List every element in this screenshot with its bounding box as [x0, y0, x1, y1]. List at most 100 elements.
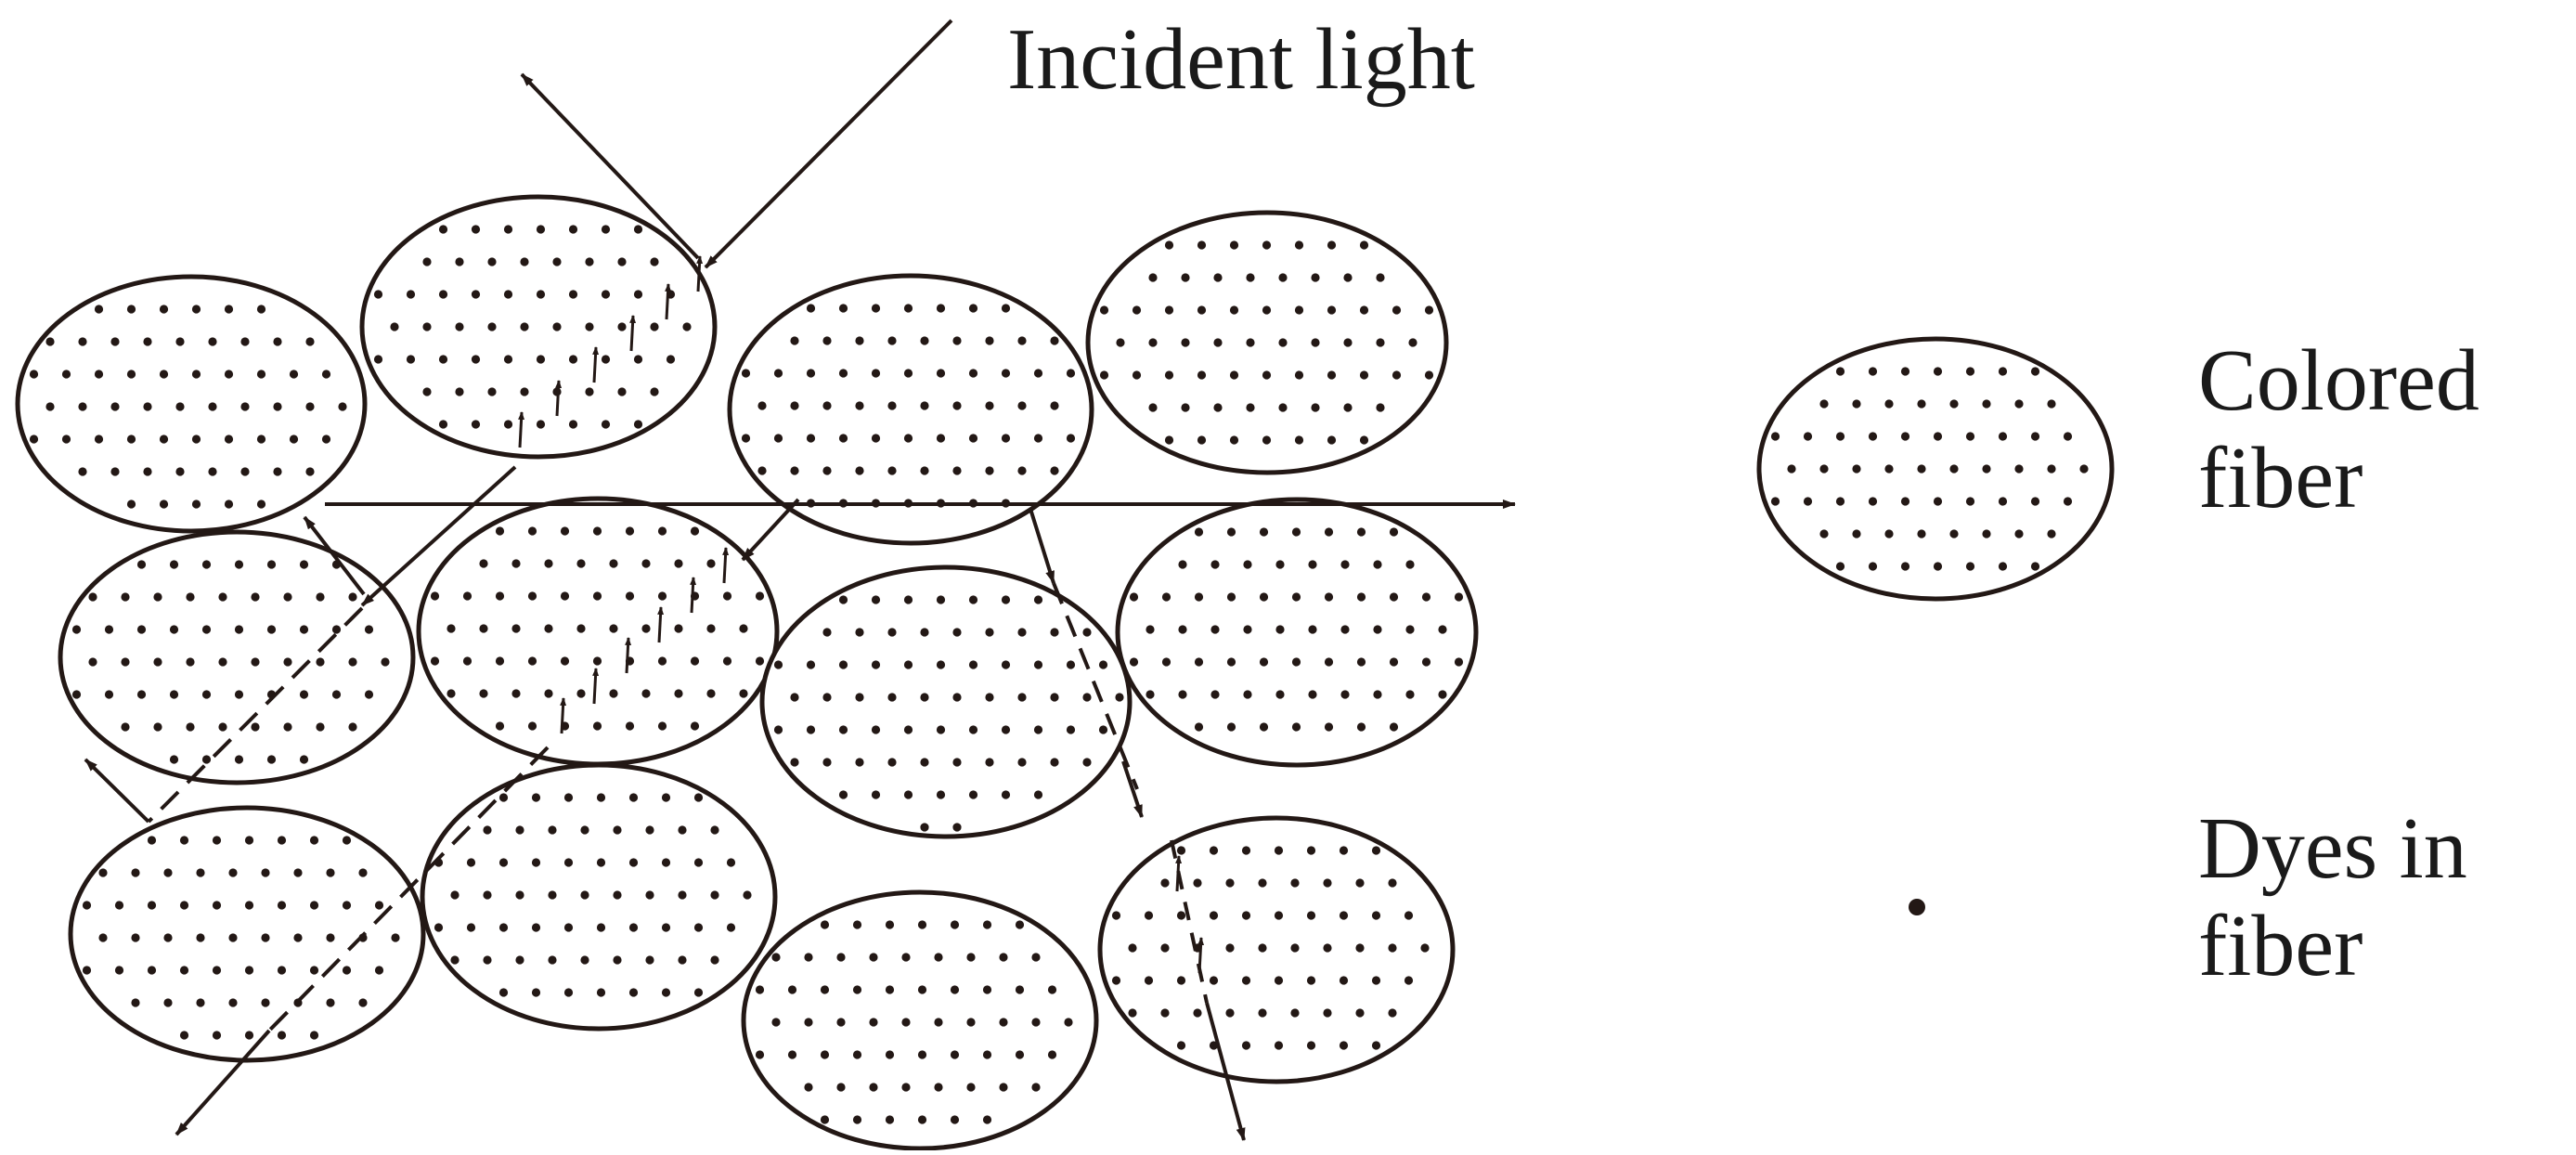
- fiber-top-left-dye-dot-44: [289, 435, 299, 444]
- fiber-top-center-right-dye-dot-24: [968, 369, 978, 378]
- fiber-bottom-center-right-dye-dot-44: [982, 1050, 992, 1059]
- fiber-top-center-right-dye-dot-48: [1066, 434, 1076, 443]
- fiber-mid-center-left-dye-dot-12: [609, 559, 618, 568]
- fiber-mid-center-left-dye-dot-47: [755, 656, 765, 666]
- fiber-bottom-left-dye-dot-9: [131, 868, 140, 877]
- fiber-bottom-center-left-dye-dot-6: [661, 793, 671, 802]
- fiber-top-center-left-dye-dot-49: [520, 387, 529, 396]
- fiber-mid-right-dye-dot-45: [1389, 657, 1399, 667]
- fiber-bottom-right-dye-dot-30: [1258, 943, 1267, 953]
- fiber-mid-right-dye-dot-14: [1373, 560, 1382, 569]
- fiber-top-right-dye-dot-59: [1262, 435, 1272, 445]
- fiber-bottom-center-right-dye-dot-56: [852, 1115, 862, 1124]
- fiber-bottom-right-dye-dot-2: [1209, 846, 1219, 855]
- fiber-bottom-center-left-dye-dot-25: [726, 858, 736, 867]
- fiber-mid-left-dye-dot-13: [251, 592, 260, 602]
- fiber-mid-right-dye-dot-8: [1178, 560, 1187, 569]
- fiber-mid-center-right-dye-dot-52: [855, 758, 864, 767]
- legend-colored-fiber-dye-dot-7: [2030, 367, 2040, 376]
- fiber-top-left-dye-dot-35: [338, 402, 347, 411]
- fiber-top-left-dye-dot-8: [78, 337, 87, 346]
- fiber-mid-right-dye-dot-24: [1389, 592, 1399, 602]
- fiber-bottom-center-right-dye-dot-60: [982, 1115, 992, 1124]
- fiber-mid-right-dye-dot-21: [1291, 592, 1301, 602]
- fiber-bottom-left-dye-dot-17: [82, 901, 92, 910]
- fiber-bottom-center-left-dye-dot-5: [628, 793, 639, 802]
- fiber-mid-right-dye-dot-31: [1275, 625, 1285, 634]
- fiber-mid-left-outline: [58, 529, 416, 785]
- fiber-top-left-dye-dot-2: [126, 305, 136, 314]
- fiber-top-center-left-dye-dot-57: [536, 420, 546, 429]
- fiber-top-center-left-absorption-arrow-3: [592, 346, 600, 383]
- fiber-bottom-center-right: [741, 889, 1099, 1151]
- fiber-top-center-right-dye-dot-41: [838, 434, 848, 443]
- fiber-mid-left-dye-dot-19: [136, 625, 147, 634]
- fiber-bottom-right-dye-dot-19: [1209, 911, 1219, 920]
- fiber-mid-center-left-dye-dot-4: [592, 526, 602, 536]
- legend-colored-fiber-dye-dot-41: [1933, 497, 1943, 506]
- fiber-top-center-left-dye-dot-40: [503, 355, 513, 364]
- fiber-mid-center-right-dye-dot-61: [871, 790, 881, 799]
- fiber-mid-right-dye-dot-50: [1210, 690, 1220, 699]
- fiber-top-center-right-dye-dot-51: [822, 466, 832, 475]
- fiber-top-center-left-dye-dot-38: [438, 355, 448, 364]
- fiber-top-left-dye-dot-29: [143, 402, 152, 411]
- fiber-mid-center-right-dye-dot-1: [838, 595, 848, 604]
- fiber-bottom-center-left-dye-dot-19: [531, 858, 541, 867]
- fiber-bottom-right-dye-dot-39: [1209, 976, 1219, 985]
- fiber-bottom-center-right-dye-dot-39: [820, 1050, 830, 1059]
- fiber-mid-left-dye-dot-54: [348, 722, 357, 732]
- fiber-mid-center-right-dye-dot-19: [838, 660, 848, 669]
- fiber-bottom-left-dye-dot-54: [358, 998, 368, 1007]
- scatter-ray-center-down: [741, 498, 800, 562]
- fiber-top-center-left-dye-dot-15: [650, 257, 659, 266]
- fiber-top-right-dye-dot-45: [1359, 370, 1369, 380]
- fiber-mid-left-dye-dot-30: [186, 657, 195, 667]
- fiber-mid-right-dye-dot-12: [1308, 560, 1317, 569]
- legend-colored-fiber-dye-dot-58: [1965, 562, 1975, 571]
- fiber-mid-left-dye-dot-37: [71, 690, 82, 699]
- fiber-top-center-right-dye-dot-54: [920, 466, 929, 475]
- fiber-bottom-right-dye-dot-46: [1128, 1008, 1137, 1018]
- fiber-mid-left-dye-dot-58: [266, 755, 277, 764]
- fiber-top-right-dye-dot-13: [1311, 273, 1320, 282]
- fiber-bottom-left-dye-dot-59: [309, 1031, 319, 1040]
- fiber-bottom-center-right-dye-dot-9: [804, 953, 813, 962]
- fiber-bottom-right-dye-dot-25: [1404, 911, 1414, 920]
- fiber-top-right-dye-dot-1: [1164, 240, 1174, 250]
- fiber-top-center-right-dye-dot-4: [903, 304, 913, 313]
- fiber-top-right-dye-dot-32: [1278, 338, 1288, 347]
- legend-colored-fiber-dye-dot-23: [1998, 432, 2008, 441]
- fiber-bottom-center-left-dye-dot-2: [531, 793, 541, 802]
- fiber-top-right-dye-dot-55: [1376, 403, 1385, 412]
- fiber-mid-left-dye-dot-41: [201, 690, 212, 699]
- fiber-mid-center-right-dye-dot-10: [887, 628, 897, 637]
- legend-colored-fiber-dye-dot-12: [1949, 399, 1959, 409]
- fiber-mid-center-left-absorption-arrow-2: [592, 668, 600, 705]
- fiber-mid-left-dye-dot-11: [186, 592, 195, 602]
- fiber-mid-center-left-dye-dot-64: [690, 721, 700, 731]
- fiber-mid-right-dye-dot-13: [1340, 560, 1350, 569]
- fiber-mid-left-dye-dot-27: [88, 657, 97, 667]
- fiber-mid-right-dye-dot-59: [1226, 722, 1236, 732]
- fiber-mid-right-dye-dot-5: [1324, 527, 1334, 537]
- fiber-bottom-left-dye-dot-12: [228, 868, 238, 877]
- fiber-mid-center-left-dye-dot-29: [511, 624, 521, 633]
- fiber-mid-left-dye-dot-26: [364, 625, 374, 634]
- fiber-bottom-center-left-dye-dot-38: [498, 923, 509, 932]
- fiber-bottom-center-left-dye-dot-41: [596, 923, 606, 932]
- fiber-top-center-left-dye-dot-56: [503, 420, 513, 429]
- fiber-mid-right-dye-dot-30: [1243, 625, 1252, 634]
- fiber-bottom-center-left-dye-dot-39: [531, 923, 541, 932]
- legend-dyes-label-line2: fiber: [2198, 898, 2363, 995]
- fiber-top-right-dye-dot-21: [1262, 305, 1272, 315]
- fiber-top-left-dye-dot-46: [78, 467, 87, 476]
- legend-colored-fiber-dye-dot-57: [1933, 562, 1943, 571]
- fiber-top-left-dye-dot-18: [94, 370, 104, 379]
- fiber-mid-center-left-dye-dot-10: [544, 559, 553, 568]
- fiber-bottom-center-right-dye-dot-47: [804, 1083, 813, 1092]
- fiber-bottom-center-left-dye-dot-15: [710, 825, 719, 835]
- fiber-bottom-center-left-dye-dot-59: [628, 988, 639, 997]
- fiber-mid-center-right-dye-dot-65: [1001, 790, 1011, 799]
- fiber-top-left-dye-dot-47: [110, 467, 120, 476]
